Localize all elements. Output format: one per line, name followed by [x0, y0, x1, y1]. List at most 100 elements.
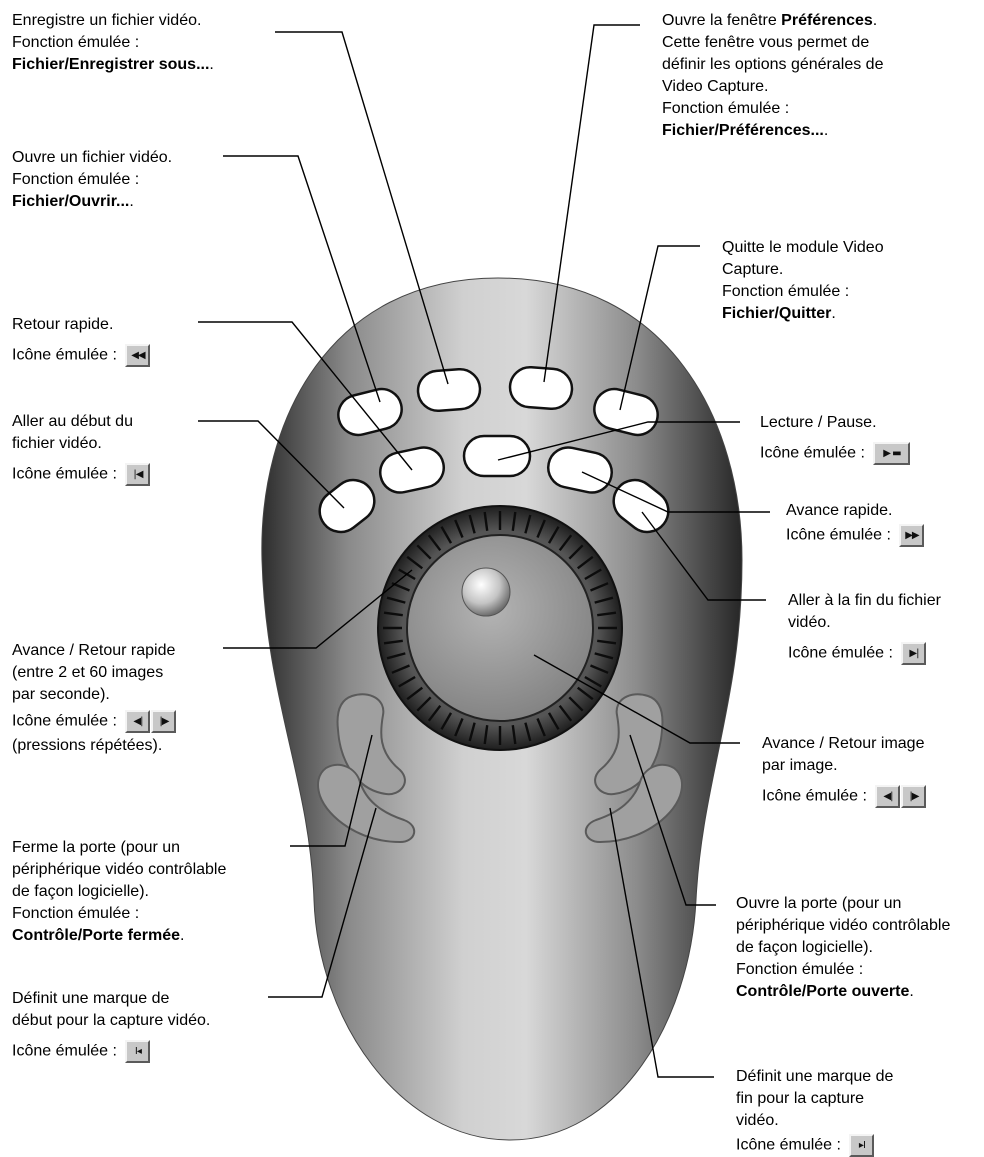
- leader-mark-out: [609, 807, 714, 1078]
- note-open-function: Fichier/Ouvrir....: [12, 191, 172, 213]
- note-quit-function: Fichier/Quitter.: [722, 303, 884, 325]
- note-ffwd-icon-line: Icône émulée : ▶▶: [786, 524, 925, 547]
- note-prefs-post: .: [872, 12, 878, 29]
- shuttle-ring-ridge: [597, 639, 617, 645]
- note-go-start-icon-line: Icône émulée : |◀: [12, 463, 151, 486]
- shuttle-ring-ridge: [584, 675, 602, 688]
- shuttle-ring-ridge: [483, 725, 489, 745]
- note-prefs-line4: Video Capture.: [662, 78, 769, 95]
- open-door-button[interactable]: [594, 693, 664, 796]
- note-go-end: Aller à la fin du fichier vidéo. Icône é…: [788, 590, 941, 665]
- jog-disc[interactable]: [406, 534, 594, 722]
- note-jog-icon-label: Icône émulée :: [762, 787, 867, 805]
- note-open-door-line2: périphérique vidéo contrôlable: [736, 917, 951, 934]
- shuttle-ring-ridge: [416, 696, 432, 712]
- close-door-button[interactable]: [336, 693, 406, 796]
- note-quit-line3: Fonction émulée :: [722, 283, 850, 300]
- shuttle-ring-ridge: [524, 722, 532, 742]
- fast-forward-button[interactable]: [545, 444, 616, 496]
- note-mark-out: Définit une marque de fin pour la captur…: [736, 1066, 893, 1157]
- jog-knob[interactable]: [461, 567, 511, 617]
- note-mark-in: Définit une marque de début pour la capt…: [12, 988, 210, 1063]
- shuttle-ring-ridge: [511, 511, 517, 531]
- shuttle-ring-ridge: [454, 519, 464, 538]
- note-quit-line1: Quitte le module Video: [722, 239, 884, 256]
- note-open-tail: .: [129, 193, 134, 210]
- middle-buttons[interactable]: [311, 434, 677, 541]
- step-back-icon: ◀|: [125, 710, 151, 733]
- note-shuttle: Avance / Retour rapide (entre 2 et 60 im…: [12, 640, 177, 757]
- go-to-start-icon: |◀: [125, 463, 151, 486]
- rewind-icon: ◀◀: [125, 344, 151, 367]
- leader-open-door: [629, 734, 716, 906]
- mark-in-button[interactable]: [317, 763, 415, 844]
- note-open-line1: Ouvre un fichier vidéo.: [12, 149, 173, 166]
- note-mark-out-line1: Définit une marque de: [736, 1068, 894, 1085]
- note-jog-line1: Avance / Retour image: [762, 735, 925, 752]
- note-prefs-line2: Cette fenêtre vous permet de: [662, 34, 870, 51]
- shuttle-ring-ridge: [454, 718, 464, 737]
- note-ffwd-line1: Avance rapide.: [786, 502, 893, 519]
- note-jog-line2: par image.: [762, 757, 838, 774]
- leader-save: [275, 31, 449, 385]
- note-close-door-line4: Fonction émulée :: [12, 905, 140, 922]
- note-open-door-menu-path: Contrôle/Porte ouverte: [736, 983, 910, 1000]
- play-pause-button[interactable]: [462, 434, 532, 478]
- note-quit-menu-path: Fichier/Quitter: [722, 305, 832, 322]
- note-ffwd-icon-label: Icône émulée :: [786, 526, 891, 544]
- note-close-door-menu-path: Contrôle/Porte fermée: [12, 927, 181, 944]
- note-go-end-icon-label: Icône émulée :: [788, 644, 893, 662]
- note-open-door-line1: Ouvre la porte (pour un: [736, 895, 902, 912]
- shuttle-ring-ridge: [597, 611, 617, 617]
- go-to-start-button[interactable]: [311, 472, 383, 541]
- leader-go-end: [641, 511, 766, 601]
- go-to-end-icon: ▶|: [901, 642, 927, 665]
- note-open-door-line3: de façon logicielle).: [736, 939, 873, 956]
- shuttle-ring-ridge: [511, 725, 517, 745]
- note-close-door-function: Contrôle/Porte fermée.: [12, 925, 226, 947]
- note-prefs-title: Préférences: [781, 12, 873, 29]
- lower-buttons[interactable]: [317, 693, 683, 844]
- note-go-start-line2: fichier vidéo.: [12, 435, 102, 452]
- note-save: Enregistre un fichier vidéo. Fonction ém…: [12, 10, 214, 76]
- leader-go-start: [198, 420, 345, 509]
- note-mark-out-line2: fin pour la capture: [736, 1090, 865, 1107]
- leader-prefs: [543, 24, 640, 383]
- note-save-menu-path: Fichier/Enregistrer sous...: [12, 56, 210, 73]
- note-save-tail: .: [209, 56, 214, 73]
- note-open-line2: Fonction émulée :: [12, 171, 140, 188]
- note-rewind-icon-label: Icône émulée :: [12, 346, 117, 364]
- note-mark-in-line2: début pour la capture vidéo.: [12, 1012, 211, 1029]
- note-shuttle-line5: (pressions répétées).: [12, 737, 163, 754]
- note-rewind: Retour rapide. Icône émulée : ◀◀: [12, 314, 151, 367]
- shuttle-ring-ridge: [576, 686, 594, 701]
- note-quit: Quitte le module Video Capture. Fonction…: [722, 237, 884, 325]
- shuttle-ring-ridge: [383, 639, 403, 645]
- note-save-function: Fichier/Enregistrer sous....: [12, 54, 214, 76]
- open-button[interactable]: [334, 385, 406, 439]
- shuttle-ring-ridge: [386, 596, 406, 604]
- shuttle-ring-ridge: [440, 526, 453, 544]
- note-prefs-menu-path: Fichier/Préférences...: [662, 122, 824, 139]
- note-close-door-tail: .: [180, 927, 185, 944]
- note-go-end-line1: Aller à la fin du fichier: [788, 592, 941, 609]
- mark-out-button[interactable]: [585, 763, 683, 844]
- note-close-door: Ferme la porte (pour un périphérique vid…: [12, 837, 226, 947]
- note-mark-in-icon-line: Icône émulée : I◂: [12, 1040, 210, 1063]
- note-prefs: Ouvre la fenêtre Préférences. Cette fenê…: [662, 10, 883, 142]
- note-prefs-line5: Fonction émulée :: [662, 100, 790, 117]
- jog-step-forward-icon: |▶: [901, 785, 927, 808]
- fast-forward-icon: ▶▶: [899, 524, 925, 547]
- shuttle-ring-ridge: [406, 555, 424, 570]
- shuttle-ring-ridge: [398, 675, 416, 688]
- shuttle-ring-ticks: [383, 511, 617, 745]
- note-go-end-line2: vidéo.: [788, 614, 831, 631]
- save-button[interactable]: [416, 367, 482, 413]
- preferences-button[interactable]: [508, 365, 574, 411]
- note-shuttle-line1: Avance / Retour rapide: [12, 642, 176, 659]
- note-quit-tail: .: [831, 305, 836, 322]
- note-prefs-function: Fichier/Préférences....: [662, 120, 883, 142]
- note-prefs-line3: définir les options générales de: [662, 56, 884, 73]
- note-mark-out-line3: vidéo.: [736, 1112, 779, 1129]
